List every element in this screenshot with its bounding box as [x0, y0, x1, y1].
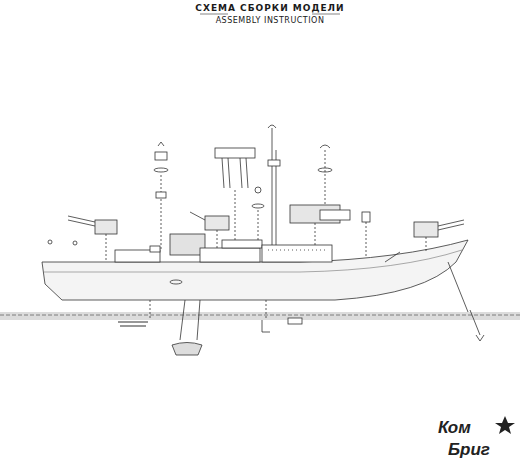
logo-text: Ком — [438, 418, 471, 438]
title: СХЕМА СБОРКИ МОДЕЛИ — [195, 3, 344, 13]
subtitle: ASSEMBLY INSTRUCTION — [216, 16, 325, 25]
logo-text: Бриг — [448, 440, 490, 460]
